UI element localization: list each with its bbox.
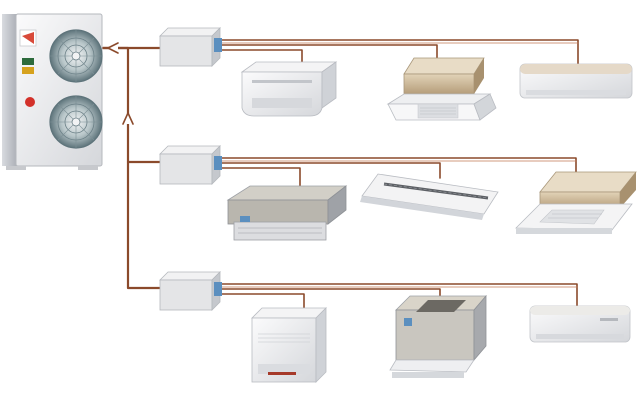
compact-cassette-unit xyxy=(386,57,497,121)
ceiling-duct-unit xyxy=(389,294,487,378)
refrigerant-pipes xyxy=(101,39,579,317)
branch-1-pipes xyxy=(219,39,579,67)
four-way-cassette-unit xyxy=(515,171,637,234)
branch-box-2 xyxy=(159,145,222,185)
main-riser-pipe xyxy=(101,42,162,290)
branch-2-pipes xyxy=(219,157,577,191)
ducted-unit xyxy=(226,185,348,241)
floor-console-unit xyxy=(251,307,327,383)
outdoor-unit xyxy=(2,13,103,170)
slim-ceiling-unit xyxy=(360,173,499,220)
lower-fan-grille xyxy=(49,95,103,149)
upper-fan-grille xyxy=(49,29,103,83)
branch-box-1 xyxy=(159,27,222,67)
branch-box-3 xyxy=(159,271,222,311)
wall-mounted-unit-2 xyxy=(529,305,631,343)
floor-ceiling-unit xyxy=(240,61,338,117)
wall-mounted-unit-1 xyxy=(519,63,633,99)
